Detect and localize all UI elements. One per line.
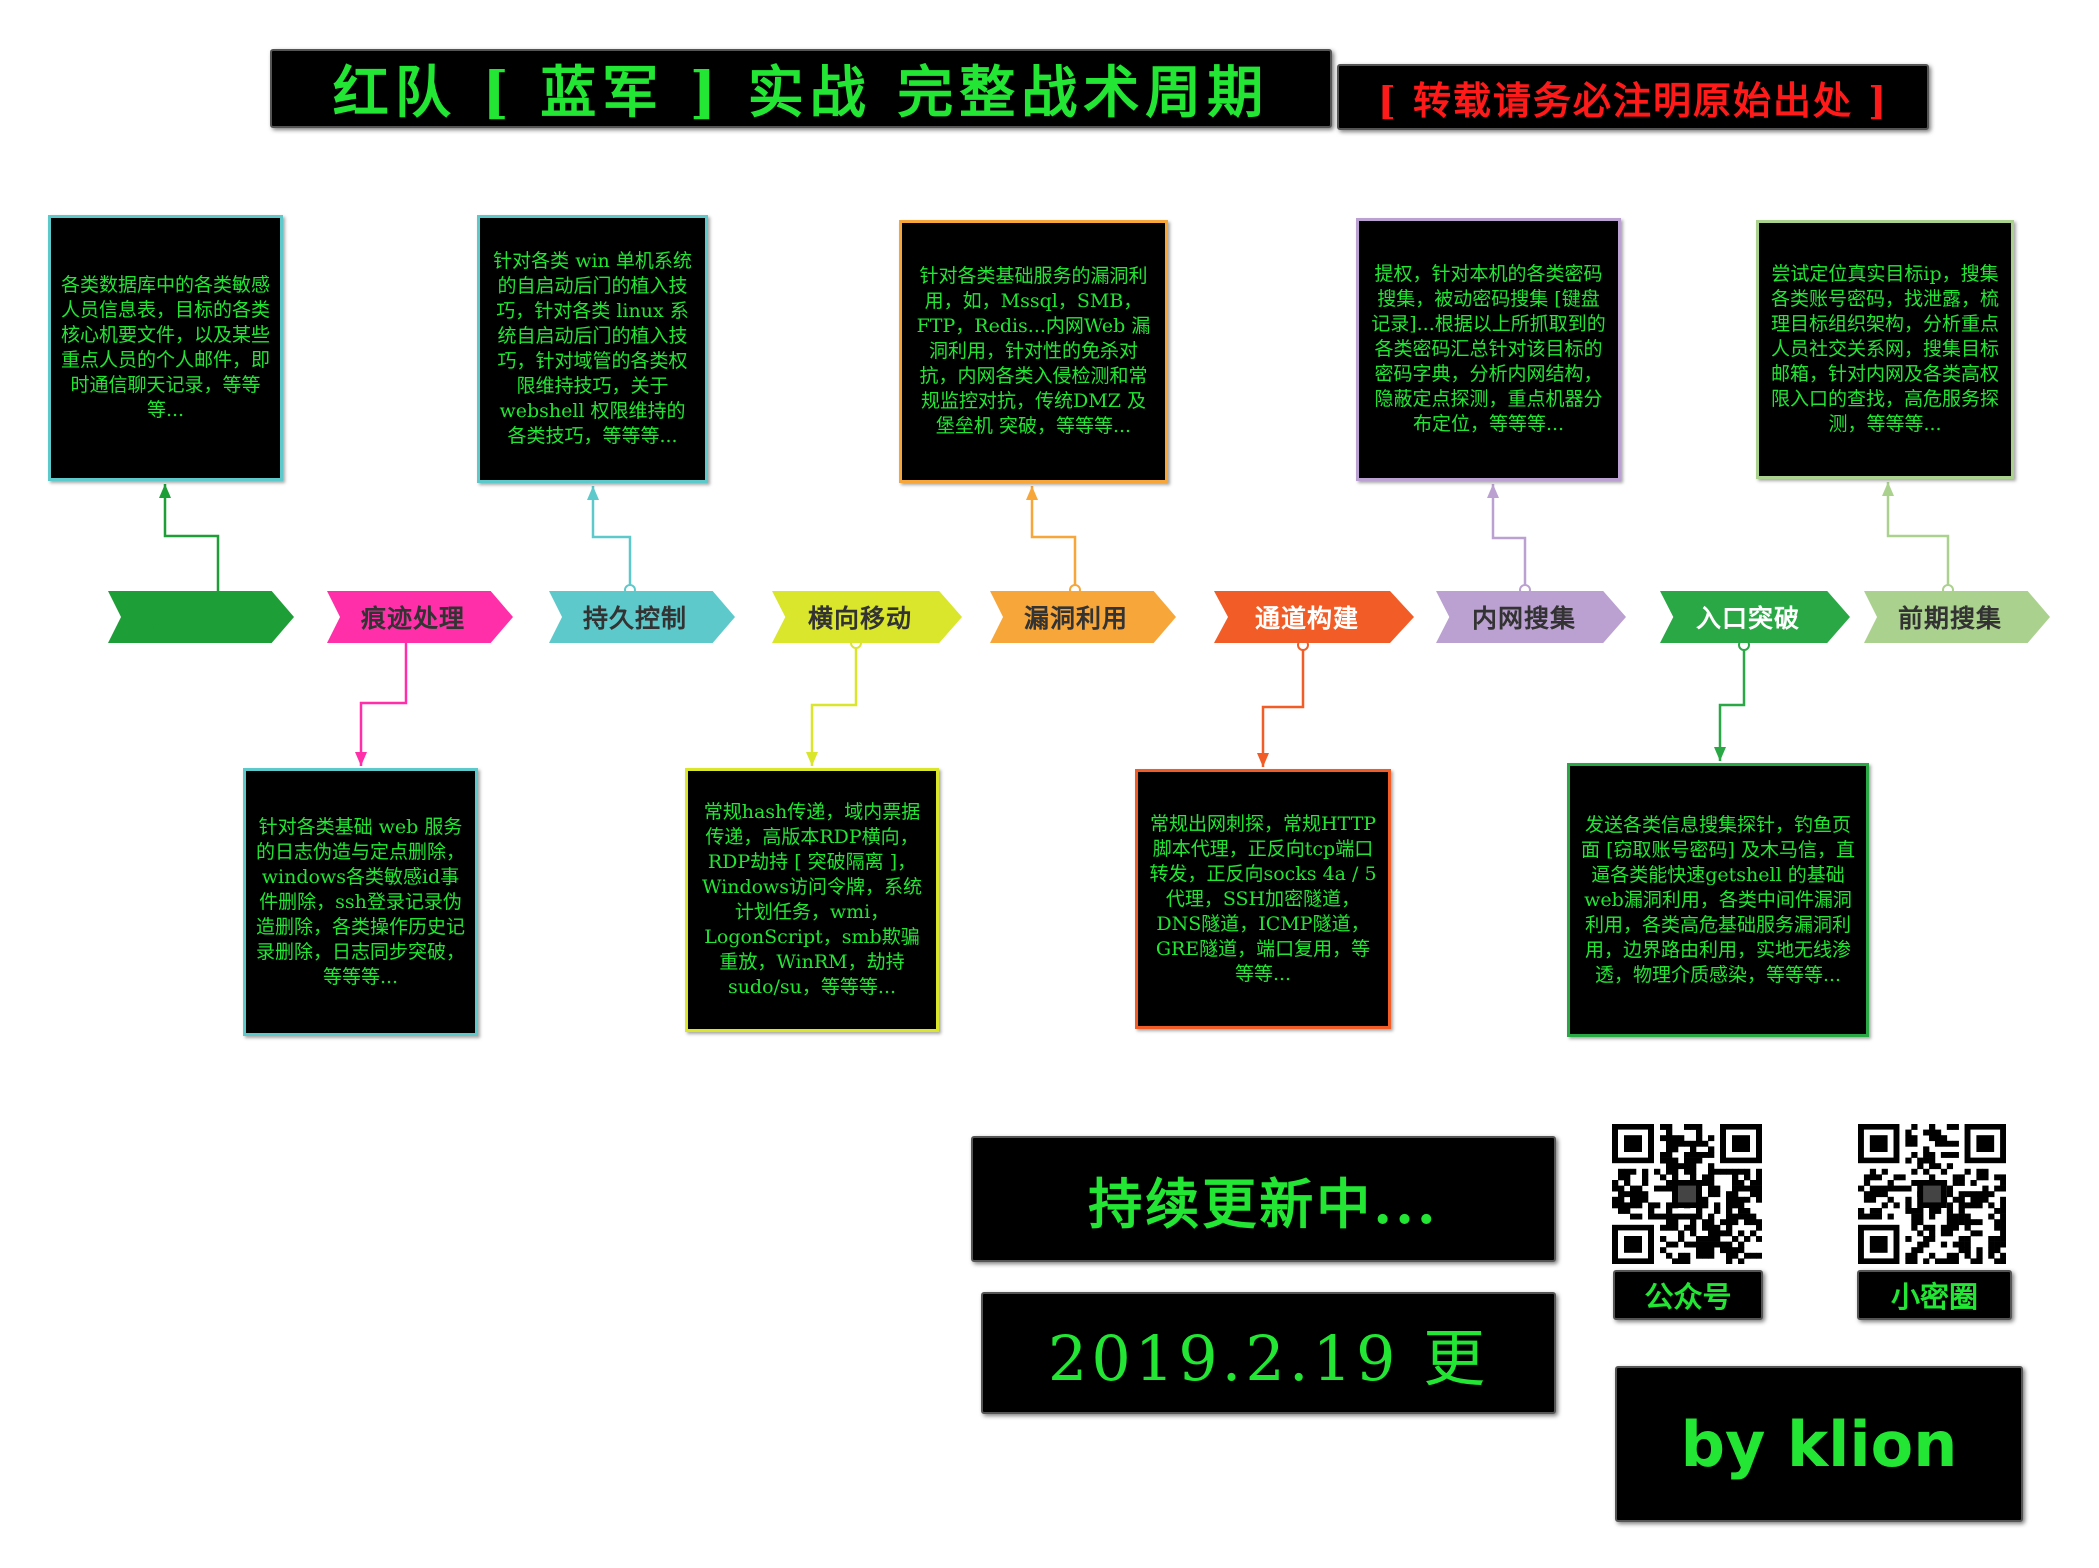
stage-exploitation: 漏洞利用 — [990, 591, 1176, 643]
card-lateral-movement: 常规hash传递，域内票据传递，高版本RDP横向，RDP劫持 [ 突破隔离 ]，… — [685, 768, 939, 1032]
notice-text: [ 转载请务必注明原始出处 ] — [1377, 77, 1889, 123]
card-exploitation: 针对各类基础服务的漏洞利用，如，Mssql，SMB，FTP，Redis...内网… — [899, 220, 1168, 483]
arrowhead-icon — [587, 486, 599, 500]
stage-persistence: 持久控制 — [549, 591, 735, 643]
arrowhead-icon — [1487, 484, 1499, 498]
title-text: 红队 [ 蓝军 ] 实战 完整战术周期 — [332, 60, 1270, 126]
connector-data-acquisition — [159, 484, 220, 592]
arrowhead-icon — [806, 752, 818, 766]
stage-tunneling: 通道构建 — [1214, 591, 1414, 643]
card-tunneling: 常规出网刺探，常规HTTP脚本代理，正反向tcp端口转发，正反向socks 4a… — [1135, 769, 1391, 1029]
stage-lateral-movement: 横向移动 — [772, 591, 962, 643]
card-initial-access: 发送各类信息搜集探针，钓鱼页面 [窃取账号密码] 及木马信，直逼各类能快速get… — [1567, 763, 1869, 1037]
arrowhead-icon — [355, 752, 367, 766]
card-trace-cleanup: 针对各类基础 web 服务的日志伪造与定点删除，windows各类敏感id事件删… — [243, 768, 478, 1036]
repost-notice: [ 转载请务必注明原始出处 ] — [1337, 64, 1929, 130]
arrowhead-icon — [1026, 486, 1038, 500]
connector-exploitation — [1026, 486, 1081, 596]
card-persistence: 针对各类 win 单机系统的自启动后门的植入技巧，针对各类 linux 系统自启… — [477, 215, 708, 483]
connector-lateral-movement — [806, 637, 862, 766]
stage-trace-cleanup: 痕迹处理 — [327, 591, 513, 643]
stage-internal-recon: 内网搜集 — [1436, 591, 1626, 643]
stage-pre-recon: 前期搜集 — [1864, 591, 2050, 643]
arrowhead-icon — [1714, 747, 1726, 761]
knowledge-circle-qr-icon — [1858, 1124, 2006, 1264]
connector-pre-recon — [1882, 482, 1954, 596]
arrowhead-icon — [159, 484, 171, 498]
stage-data-acquisition: 数据获取 — [108, 591, 294, 643]
card-data-acquisition: 各类数据库中的各类敏感人员信息表，目标的各类核心机要文件，以及某些重点人员的个人… — [48, 215, 283, 481]
connector-trace-cleanup — [355, 643, 408, 766]
connector-initial-access — [1714, 639, 1750, 761]
update-date: 2019.2.19 更 — [981, 1292, 1556, 1414]
stage-initial-access: 入口突破 — [1660, 591, 1850, 643]
author-signature: by klion — [1615, 1366, 2023, 1522]
card-pre-recon: 尝试定位真实目标ip，搜集各类账号密码，找泄露，梳理目标组织架构，分析重点人员社… — [1756, 220, 2014, 479]
connector-internal-recon — [1487, 484, 1531, 596]
wechat-official-qr-icon — [1612, 1124, 1762, 1264]
connector-persistence — [587, 486, 636, 596]
update-status: 持续更新中... — [971, 1136, 1556, 1262]
page-title: 红队 [ 蓝军 ] 实战 完整战术周期 — [270, 49, 1332, 128]
arrowhead-icon — [1882, 482, 1894, 496]
connector-tunneling — [1257, 639, 1309, 767]
arrowhead-icon — [1257, 753, 1269, 767]
qr-label-circle: 小密圈 — [1857, 1270, 2012, 1320]
card-internal-recon: 提权，针对本机的各类密码搜集，被动密码搜集 [键盘记录]...根据以上所抓取到的… — [1356, 218, 1621, 481]
qr-label-official-account: 公众号 — [1613, 1270, 1763, 1320]
